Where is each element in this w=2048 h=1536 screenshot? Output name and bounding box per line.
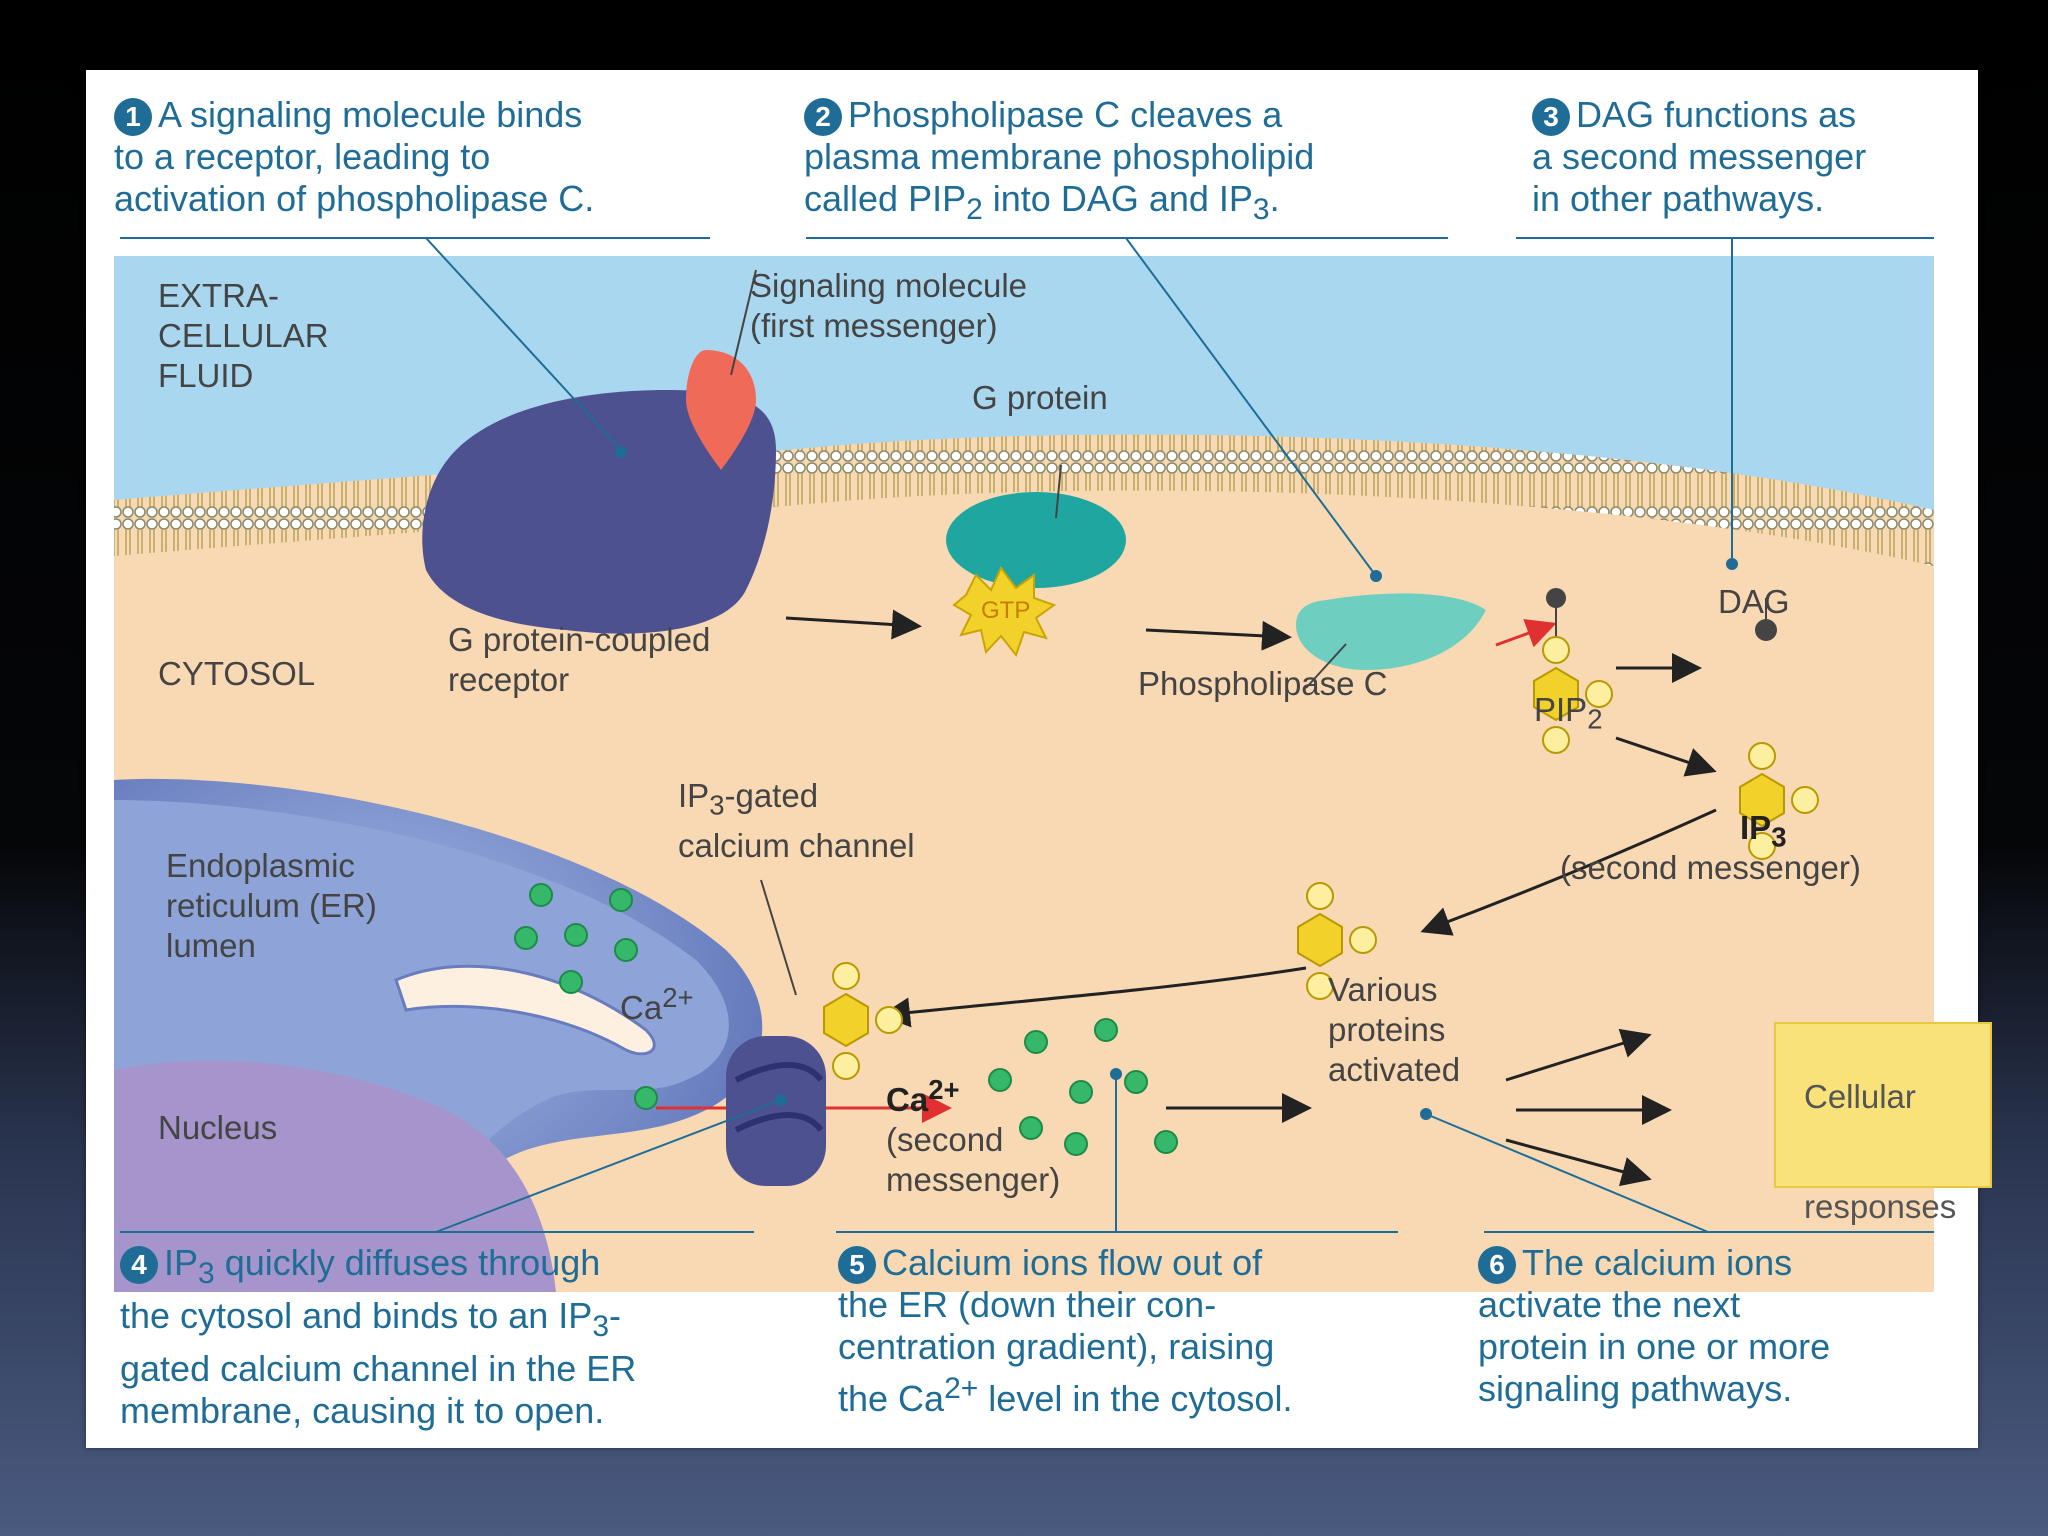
leader-dots (615, 446, 1738, 1120)
signaling-diagram: GTP (114, 237, 1934, 1292)
ip3-molecule (1739, 742, 1819, 860)
g-protein (946, 492, 1126, 588)
channel-label: IP3-gated calcium channel (678, 777, 915, 864)
pip2-label: PIP2 (1534, 691, 1603, 735)
gpcr-receptor (422, 390, 776, 634)
gtp-label: GTP (981, 597, 1030, 624)
dag-label: DAG (1718, 583, 1790, 620)
g-protein-label: G protein (972, 379, 1108, 416)
gtp-burst (952, 566, 1057, 658)
calcium-ions (514, 883, 1178, 1156)
er-fold (394, 964, 656, 1056)
leader-lines (120, 237, 1934, 1233)
ip3-diffusing (1297, 882, 1377, 1000)
pip2-molecule (1533, 588, 1613, 754)
signaling-molecule (686, 350, 756, 470)
signaling-molecule-label: Signaling molecule(first messenger) (750, 267, 1028, 344)
nucleus-shape (114, 1060, 556, 1292)
cytosol-label: CYTOSOL (158, 655, 316, 692)
ip3-label: IP3 (1740, 809, 1787, 853)
ca-er-label: Ca2+ (620, 982, 694, 1026)
diagram-panel: GTP (86, 70, 1992, 1448)
phospholipase-c (1296, 593, 1486, 670)
dag-molecule (1755, 598, 1777, 641)
nucleus-label: Nucleus (158, 1109, 278, 1146)
ip3-note: (second messenger) (1560, 849, 1861, 886)
phospholipase-label: Phospholipase C (1138, 665, 1388, 702)
calcium-channel (726, 962, 903, 1186)
